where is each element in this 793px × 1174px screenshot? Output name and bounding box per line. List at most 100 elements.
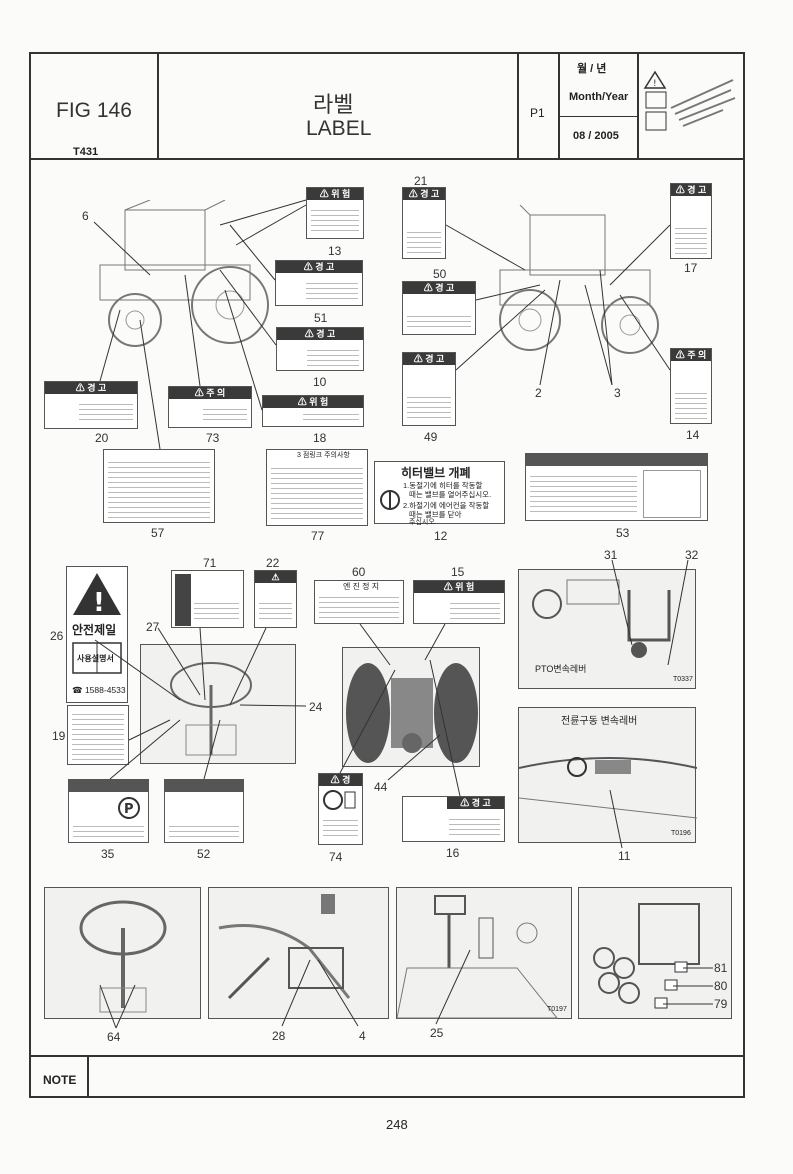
- label-60: 엔 진 정 지: [314, 580, 404, 624]
- callout-number: 3: [614, 386, 621, 400]
- front-drive-lever-text: 전륜구동 변속레버: [561, 716, 638, 727]
- header-divider: [558, 52, 560, 159]
- callout-number: 20: [95, 431, 109, 445]
- label-35: P: [68, 779, 149, 843]
- callout-number: 31: [604, 548, 618, 562]
- header-divider: [559, 116, 638, 117]
- callout-number: 14: [686, 428, 700, 442]
- label-53-diagram: [643, 470, 701, 518]
- heater-valve-line: 때는 밸브를 닫아: [409, 510, 462, 519]
- header-divider: [157, 52, 159, 159]
- fuel-icon: [323, 790, 356, 810]
- callout-number: 18: [313, 431, 327, 445]
- month-year-korean: 월 / 년: [577, 63, 607, 75]
- callout-number: 4: [359, 1029, 366, 1043]
- label-71-stripe: [175, 574, 191, 626]
- callout-number: 32: [685, 548, 699, 562]
- callout-number: 60: [352, 565, 366, 579]
- nameplate-57: [103, 449, 215, 523]
- callout-number: 2: [535, 386, 542, 400]
- callout-number: 28: [272, 1029, 286, 1043]
- callout-number: 79: [714, 997, 728, 1011]
- header-divider: [517, 52, 519, 159]
- heater-valve-line: 1.동절기에 히터를 작동할: [403, 481, 483, 490]
- tractor-diagram-right: [490, 204, 665, 365]
- warning-label-13: ⚠ 위 험: [306, 187, 364, 239]
- heater-valve-label: 히터밸브 개폐 1.동절기에 히터를 작동할 때는 밸브를 열어주십시오. 2.…: [374, 461, 505, 526]
- callout-number: 15: [451, 565, 465, 579]
- svg-text:!: !: [93, 588, 105, 618]
- label-19: [67, 705, 129, 765]
- model-code: T431: [73, 146, 99, 158]
- callout-number: 22: [266, 556, 280, 570]
- callout-number: 74: [329, 850, 343, 864]
- caution-label-73: ⚠ 주 의: [168, 386, 252, 428]
- callout-number: 53: [616, 526, 630, 540]
- page-number: 248: [386, 1117, 408, 1132]
- label-53: [525, 453, 708, 521]
- revision-date: 08 / 2005: [573, 130, 619, 142]
- heater-valve-line: 주십시오.: [409, 519, 437, 526]
- callout-number: 27: [146, 620, 160, 634]
- svg-text:!: !: [653, 79, 657, 89]
- note-divider: [87, 1055, 89, 1098]
- steering-wheel-photo: [44, 887, 201, 1019]
- heater-valve-line: 2.하절기에 에어컨을 작동할: [403, 501, 490, 510]
- warning-label-17: ⚠ 경 고: [670, 183, 712, 259]
- callout-number: 49: [424, 430, 438, 444]
- warning-label-21: ⚠ 경 고: [402, 187, 446, 259]
- photo-code: T0196: [671, 830, 691, 837]
- callout-number: 52: [197, 847, 211, 861]
- safety-first-label: ! 안전제일 사용설명서 ☎ 1588-4533: [66, 566, 128, 703]
- callout-number: 16: [446, 846, 460, 860]
- callout-number: 77: [311, 529, 325, 543]
- figure-number: FIG 146: [56, 99, 132, 122]
- callout-number: 21: [414, 174, 428, 188]
- callout-number: 10: [313, 375, 327, 389]
- callout-number: 80: [714, 979, 728, 993]
- callout-number: 26: [50, 629, 64, 643]
- callout-number: 12: [434, 529, 448, 543]
- page-title: LABEL: [306, 117, 372, 140]
- callout-number: 6: [82, 209, 89, 223]
- tractor-rear-photo: [342, 647, 480, 767]
- page-code: P1: [530, 106, 545, 120]
- callout-number: 25: [430, 1026, 444, 1040]
- heater-valve-title: 히터밸브 개폐: [401, 466, 471, 480]
- note-label: NOTE: [43, 1073, 77, 1087]
- label-22: ⚠: [254, 570, 297, 628]
- phone-text: ☎ 1588-4533: [72, 685, 126, 695]
- valve-icon: [380, 490, 400, 510]
- warning-label-50: ⚠ 경 고: [402, 281, 476, 335]
- seat-photo: [208, 887, 389, 1019]
- callout-number: 11: [618, 849, 631, 863]
- safety-first-text: 안전제일: [72, 623, 117, 637]
- callout-number: 44: [374, 780, 388, 794]
- header-bottom-line: [29, 158, 745, 160]
- callout-number: 13: [328, 244, 342, 258]
- svg-text:P: P: [124, 802, 134, 817]
- callout-number: 17: [684, 261, 698, 275]
- callout-number: 71: [203, 556, 217, 570]
- label-52: [164, 779, 244, 843]
- label-77: 3 점링크 주의사항: [266, 449, 368, 526]
- label-77-title: 3 점링크 주의사항: [297, 452, 350, 459]
- cab-interior-photo: [140, 644, 296, 764]
- callout-number: 50: [433, 267, 447, 281]
- warning-label-10: ⚠ 경 고: [276, 327, 364, 371]
- header-divider: [637, 52, 639, 159]
- callout-number: 51: [314, 311, 328, 325]
- warning-label-74: ⚠ 경: [318, 773, 363, 845]
- note-top-line: [29, 1055, 745, 1057]
- photo-code: T0337: [673, 676, 693, 683]
- page-frame: [29, 52, 745, 1098]
- page-title-korean: 라벨: [313, 92, 354, 117]
- label-60-title: 엔 진 정 지: [343, 582, 380, 591]
- parking-icon: P: [118, 797, 140, 819]
- warning-label-51: ⚠ 경 고: [275, 260, 363, 306]
- caution-label-14: ⚠ 주 의: [670, 348, 712, 424]
- warning-label-18: ⚠ 위 험: [262, 395, 364, 427]
- warning-label-15: ⚠ 위 험: [413, 580, 505, 624]
